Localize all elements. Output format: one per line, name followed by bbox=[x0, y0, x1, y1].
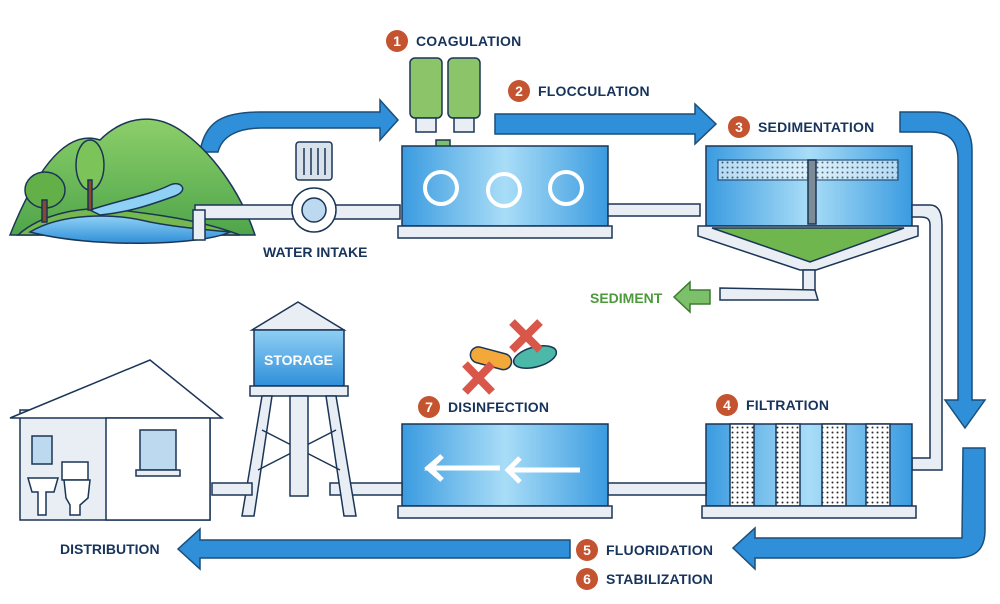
step-number-badge: 3 bbox=[728, 116, 750, 138]
step-stabilization: 6 STABILIZATION bbox=[576, 568, 713, 590]
pipe-coag-sed bbox=[607, 203, 701, 217]
step-filtration: 4 FILTRATION bbox=[716, 394, 829, 416]
step-number-badge: 4 bbox=[716, 394, 738, 416]
flow-arrow-intake-to-coagulation bbox=[199, 98, 400, 153]
step-number-badge: 2 bbox=[508, 80, 530, 102]
sediment-label: SEDIMENT bbox=[590, 290, 663, 306]
flow-arrows bbox=[176, 98, 987, 571]
intake-pipe bbox=[192, 141, 401, 241]
step-number-badge: 1 bbox=[386, 30, 408, 52]
water-source bbox=[8, 118, 257, 244]
water-intake-label: WATER INTAKE bbox=[263, 244, 368, 260]
step-number-badge: 6 bbox=[576, 568, 598, 590]
flow-arrow-to-sedimentation bbox=[494, 102, 718, 146]
step-number-badge: 5 bbox=[576, 539, 598, 561]
disinfection-tank bbox=[397, 423, 613, 519]
step-disinfection: 7 DISINFECTION bbox=[418, 396, 549, 418]
step-label: DISINFECTION bbox=[448, 399, 550, 415]
step-label: COAGULATION bbox=[416, 33, 522, 49]
flow-arrow-sediment bbox=[672, 280, 711, 314]
step-coagulation: 1 COAGULATION bbox=[386, 30, 521, 52]
step-label: FLOCCULATION bbox=[538, 83, 650, 99]
pipe-filter-disinfection bbox=[607, 482, 707, 496]
house bbox=[9, 359, 225, 521]
storage-label: STORAGE bbox=[264, 352, 333, 368]
water-tower bbox=[241, 301, 357, 517]
flow-arrow-bottom-return bbox=[731, 447, 986, 571]
flow-arrow-distribution bbox=[176, 527, 571, 571]
pipe-tower-house bbox=[211, 482, 253, 496]
step-label: STABILIZATION bbox=[606, 571, 714, 587]
sedimentation-tank bbox=[697, 145, 919, 301]
flow-arrow-down-right bbox=[899, 111, 987, 430]
coagulation-tank bbox=[397, 145, 613, 239]
bacteria-crossed bbox=[462, 319, 558, 395]
step-fluoridation: 5 FLUORIDATION bbox=[576, 539, 713, 561]
distribution-label: DISTRIBUTION bbox=[60, 541, 160, 557]
step-label: FLUORIDATION bbox=[606, 542, 714, 558]
filtration-tank bbox=[701, 423, 917, 519]
step-number-badge: 7 bbox=[418, 396, 440, 418]
step-sedimentation: 3 SEDIMENTATION bbox=[728, 116, 874, 138]
step-label: FILTRATION bbox=[746, 397, 830, 413]
step-flocculation: 2 FLOCCULATION bbox=[508, 80, 650, 102]
pipe-sed-filter bbox=[911, 204, 943, 471]
step-label: SEDIMENTATION bbox=[758, 119, 875, 135]
